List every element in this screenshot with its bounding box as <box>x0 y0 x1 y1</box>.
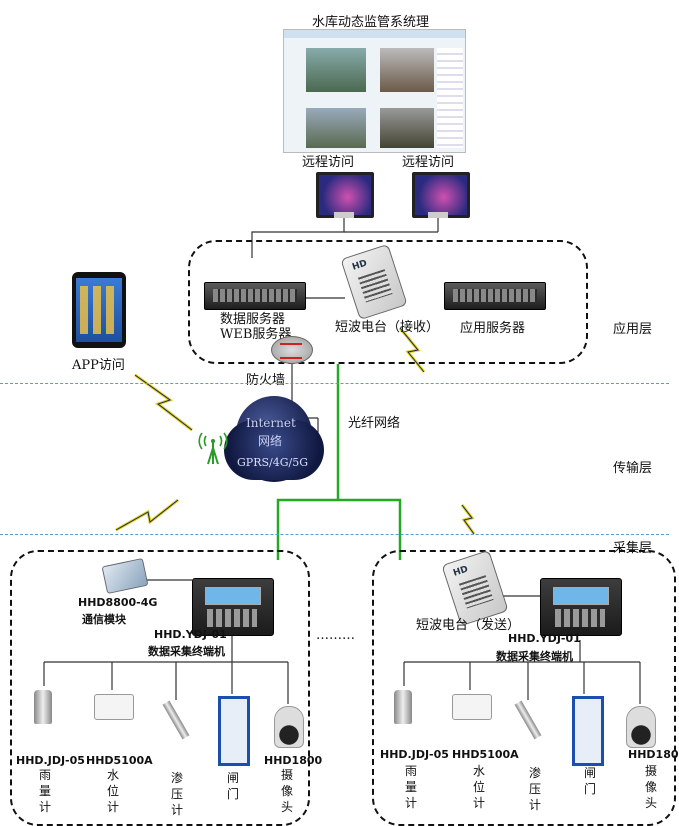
water-level-icon <box>94 694 134 720</box>
rain-gauge-icon <box>34 690 52 724</box>
layer-divider <box>0 534 669 535</box>
layer-label-application: 应用层 <box>613 322 653 337</box>
camera-model: HHD180 <box>628 748 679 761</box>
right-terminal-label: 数据采集终端机 <box>496 650 573 663</box>
rain-gauge-model: HHD.JDJ-05 <box>380 748 449 761</box>
layer-divider <box>0 383 669 384</box>
piezometer-label: 渗压计 <box>528 766 541 812</box>
internet-label: Internet <box>246 416 296 430</box>
left-station-box <box>10 550 310 826</box>
fiber-network-label: 光纤网络 <box>348 416 401 431</box>
comm-module-label: 通信模块 <box>82 613 126 626</box>
radio-receive-label: 短波电台（接收） <box>335 320 440 335</box>
comm-module-model: HHD8800-4G <box>78 596 158 609</box>
water-level-model: HHD5100A <box>452 748 519 761</box>
dashboard-screenshot <box>283 29 466 153</box>
camera-label: 摄像头 <box>280 768 293 814</box>
right-terminal-model: HHD.YDJ-01 <box>508 632 581 645</box>
antenna-icon <box>198 430 228 465</box>
rain-gauge-label: 雨量计 <box>404 764 417 810</box>
camera-icon <box>274 706 304 748</box>
system-title: 水库动态监管系统理 <box>312 15 430 30</box>
piezometer-label: 渗压计 <box>170 771 183 817</box>
camera-label: 摄像头 <box>644 764 657 810</box>
app-access-label: APP访问 <box>72 358 125 373</box>
rain-gauge-model: HHD.JDJ-05 <box>16 754 85 767</box>
monitor-stand <box>428 212 448 218</box>
monitor-stand <box>334 212 354 218</box>
firewall-label: 防火墙 <box>246 373 286 388</box>
right-station-box <box>372 550 676 826</box>
left-terminal-icon <box>192 578 274 636</box>
data-server-label: 数据服务器 <box>220 312 286 327</box>
camera-model: HHD1800 <box>264 754 323 767</box>
layer-label-collection: 采集层 <box>613 541 653 556</box>
radio-send-label: 短波电台（发送） <box>416 618 521 633</box>
internet-network-label: 网络 <box>258 434 283 448</box>
gate-icon <box>572 696 604 766</box>
app-server-icon <box>444 282 546 310</box>
gate-label: 闸门 <box>226 771 239 801</box>
gprs-label: GPRS/4G/5G <box>237 456 308 469</box>
layer-label-transport: 传输层 <box>613 461 653 476</box>
remote-access-label-2: 远程访问 <box>402 155 455 170</box>
firewall-icon <box>271 336 313 364</box>
water-level-label: 水位计 <box>472 764 485 810</box>
rain-gauge-icon <box>394 690 412 724</box>
remote-access-label-1: 远程访问 <box>302 155 355 170</box>
left-terminal-label: 数据采集终端机 <box>148 645 225 658</box>
phone-icon <box>72 272 126 348</box>
app-server-label: 应用服务器 <box>460 321 526 336</box>
web-server-label: WEB服务器 <box>220 327 292 342</box>
left-terminal-model: HHD.YDJ-01 <box>154 628 227 641</box>
water-level-icon <box>452 694 492 720</box>
gate-icon <box>218 696 250 766</box>
right-terminal-icon <box>540 578 622 636</box>
gate-label: 闸门 <box>583 766 596 796</box>
camera-icon <box>626 706 656 748</box>
rain-gauge-label: 雨量计 <box>38 768 51 814</box>
ellipsis: ……… <box>316 628 355 643</box>
data-server-icon <box>204 282 306 310</box>
cloud-icon <box>224 420 324 480</box>
application-layer-box <box>188 240 588 364</box>
water-level-label: 水位计 <box>106 768 119 814</box>
water-level-model: HHD5100A <box>86 754 153 767</box>
